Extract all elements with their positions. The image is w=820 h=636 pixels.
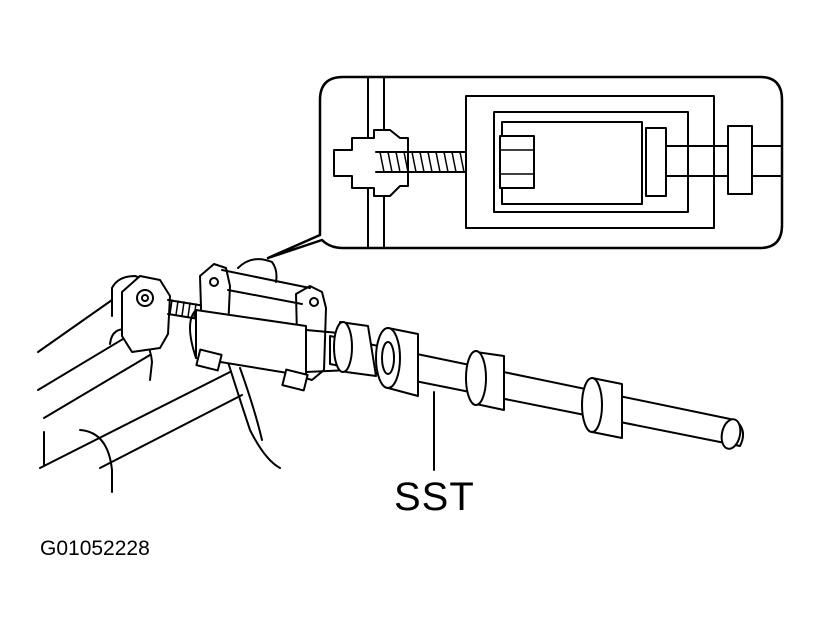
inset-callout-frame [268,77,782,258]
sst-rod-end [719,417,743,450]
gear-edge [238,259,277,282]
side-bolt-right [282,370,307,391]
figure-code: G01052228 [40,537,150,560]
inset-collar [728,126,752,194]
side-bolt-left [196,350,221,371]
inset-bracket [334,130,408,196]
inset-piston [646,128,666,196]
sst-shaft [330,322,743,470]
bracket-bolt [137,290,153,306]
puller-tool [122,264,350,390]
detail-inset [268,77,782,258]
inset-housing-inner [494,112,688,212]
sst-label: SST [394,475,475,519]
inset-nut [500,136,534,188]
cable [228,362,280,468]
mounting-bracket [122,276,170,352]
